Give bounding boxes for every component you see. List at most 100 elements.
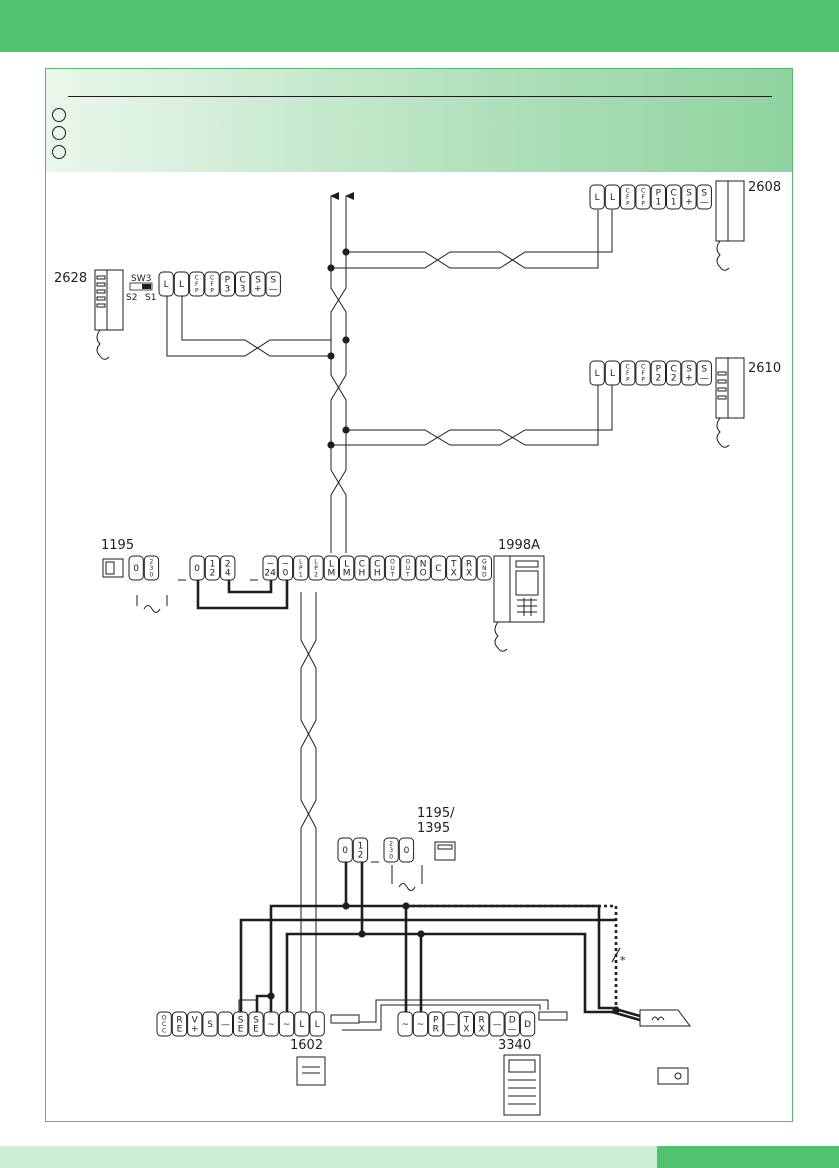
terminal-label: O <box>420 569 427 579</box>
terminal-box <box>428 1011 444 1037</box>
terminal-label: C <box>195 275 199 282</box>
connector-block-j2 <box>538 1011 568 1021</box>
terminal-label: L <box>315 1020 320 1030</box>
switchboard-1998a-label: 1998A <box>498 538 540 553</box>
terminal-label: D <box>524 1020 531 1030</box>
terminal-label: S <box>238 1016 244 1026</box>
terminal-label: F <box>641 370 645 377</box>
terminal-label: P <box>626 377 630 384</box>
terminal-box <box>412 1011 429 1037</box>
terminal-label: S <box>253 1016 259 1026</box>
header-circle-2 <box>52 126 66 140</box>
terminal-label: 0 <box>389 854 393 861</box>
terminal-label: 24 <box>264 569 276 579</box>
terminal-label: 0 <box>342 846 348 856</box>
terminal-box <box>204 555 221 581</box>
terminal-label: X <box>463 1025 469 1035</box>
terminal-box <box>202 1011 218 1037</box>
monitor-2628-icon <box>94 269 124 360</box>
terminal-label: C <box>162 1028 166 1035</box>
terminal-box <box>666 360 682 386</box>
terminal-box <box>458 1011 475 1037</box>
terminal-box <box>263 1011 279 1037</box>
terminal-label: 3 <box>224 285 230 295</box>
terminal-label: — <box>447 1020 456 1030</box>
terminal-label: L <box>299 1020 304 1030</box>
terminal-box <box>309 1011 325 1037</box>
terminal-label: — <box>269 285 278 295</box>
terminal-label: G <box>482 559 487 566</box>
terminal-box <box>519 1011 536 1037</box>
terminal-label: F <box>626 370 630 377</box>
terminal-label: S <box>686 189 692 199</box>
terminal-label: — <box>508 1025 517 1035</box>
terminal-box <box>323 555 340 581</box>
panel-1602-icon <box>296 1056 326 1086</box>
terminal-box <box>504 1011 520 1037</box>
terminal-label: M <box>327 569 335 579</box>
terminal-box <box>143 555 160 581</box>
terminal-label: E <box>253 1025 259 1035</box>
terminal-label: + <box>254 285 262 295</box>
terminal-label: 2 <box>225 560 231 570</box>
terminal-label: D <box>482 572 487 579</box>
terminal-label: S <box>701 365 707 375</box>
terminal-box <box>620 184 636 210</box>
keypad-3340-icon <box>503 1054 541 1116</box>
terminal-label: P <box>314 565 318 572</box>
header-circle-3 <box>52 145 66 159</box>
terminal-label: ~ <box>282 560 290 570</box>
header-rule <box>68 96 772 97</box>
terminal-label: — <box>221 1020 230 1030</box>
terminal-label: F <box>626 194 630 201</box>
terminal-box <box>635 184 651 210</box>
terminal-label: P <box>210 288 214 295</box>
terminal-label: U <box>390 565 394 572</box>
door-lock-icon <box>639 1009 691 1027</box>
selector-switch-sw3[interactable] <box>129 282 153 291</box>
terminal-label: 1 <box>358 842 364 852</box>
terminal-box <box>397 1011 413 1037</box>
lock-cable-dotted <box>406 904 618 1010</box>
terminal-box <box>400 555 416 581</box>
junction-dots <box>267 248 620 1014</box>
terminal-box <box>156 1011 172 1037</box>
terminal-box <box>696 360 712 386</box>
terminal-box <box>604 360 621 386</box>
terminal-label: P <box>433 1016 439 1026</box>
terminal-label: 1 <box>299 572 303 579</box>
switch-s1-label: S1 <box>145 293 156 303</box>
terminal-label: N <box>482 565 487 572</box>
keypad-3340-label: 3340 <box>498 1038 531 1053</box>
terminal-label: E <box>177 1025 183 1035</box>
terminal-label: C <box>641 188 645 195</box>
terminal-label: L <box>595 193 600 203</box>
lock-cable-note: * <box>620 954 626 967</box>
terminal-label: L <box>610 193 615 203</box>
terminal-label: S <box>270 276 276 286</box>
terminal-box <box>294 1011 310 1037</box>
bottom-bar <box>0 1146 839 1168</box>
terminal-box <box>650 360 667 386</box>
terminal-label: 0 <box>283 569 289 579</box>
terminal-label: O <box>390 559 395 566</box>
strip-gap-dashes <box>178 579 379 863</box>
switch-s2-label: S2 <box>126 293 137 303</box>
terminal-box <box>666 184 682 210</box>
terminal-label: C <box>210 275 214 282</box>
terminal-label: T <box>390 572 395 579</box>
psu-1195-1395-icon <box>434 841 456 861</box>
terminal-label: 3 <box>150 565 154 572</box>
terminal-box <box>354 555 370 581</box>
terminal-label: D <box>509 1016 516 1026</box>
terminal-box <box>589 184 605 210</box>
terminal-box <box>489 1011 505 1037</box>
terminal-box <box>204 271 220 297</box>
terminal-label: C <box>641 364 645 371</box>
terminal-label: R <box>479 1016 485 1026</box>
terminal-box <box>339 555 355 581</box>
terminal-label: + <box>685 198 693 208</box>
